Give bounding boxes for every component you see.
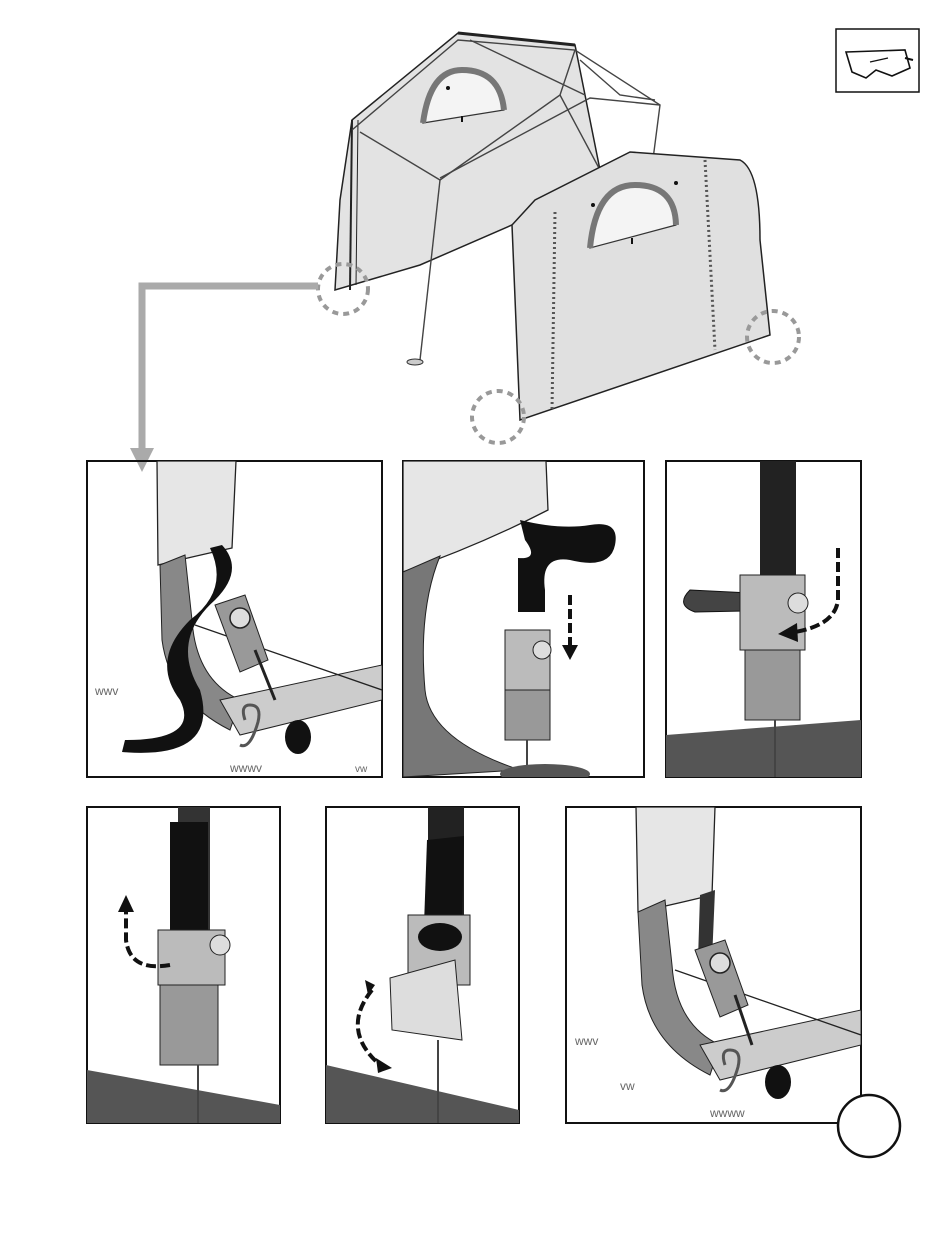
safety-glasses-icon <box>836 29 919 92</box>
svg-text:wwwv: wwwv <box>229 761 262 775</box>
ratchet-buckle-icon <box>505 630 551 777</box>
svg-text:vw: vw <box>355 764 368 775</box>
svg-text:wwv: wwv <box>574 1034 598 1048</box>
panel-6: wwv vw wwww <box>566 807 861 1123</box>
panel-1: wwv wwwv vw <box>87 461 382 777</box>
svg-text:wwww: wwww <box>709 1106 745 1120</box>
svg-text:wwv: wwv <box>94 684 118 698</box>
shelter-illustration <box>335 33 770 420</box>
panel-3 <box>666 461 861 777</box>
panel-4 <box>87 807 280 1123</box>
callout-arrow <box>130 286 318 472</box>
panel-2 <box>403 461 644 784</box>
panel-5 <box>326 807 519 1123</box>
ratchet-buckle-icon <box>215 595 275 700</box>
svg-text:vw: vw <box>620 1079 635 1093</box>
step-number-badge <box>838 1095 900 1157</box>
ratchet-buckle-icon <box>695 940 752 1045</box>
